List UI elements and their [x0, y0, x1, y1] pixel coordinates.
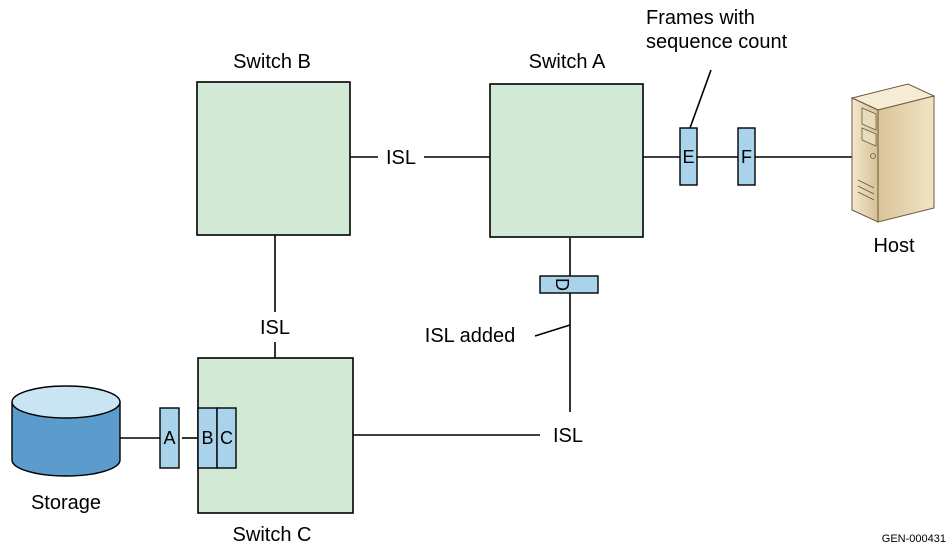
isl-label-ac: ISL [553, 425, 583, 447]
figure-id: GEN-000431 [882, 533, 946, 545]
frame-a-label: A [163, 428, 175, 448]
frame-d-label: D [552, 278, 572, 291]
switch-a-box [489, 83, 644, 238]
frame-c [216, 407, 237, 469]
switch-b-box [196, 81, 351, 236]
storage-label: Storage [31, 492, 101, 514]
isl-label-bc: ISL [260, 317, 290, 339]
host-label: Host [873, 235, 915, 257]
frame-c-label: C [220, 428, 233, 448]
storage-cylinder-icon [11, 385, 121, 477]
frame-e [679, 127, 698, 186]
isl-added-label: ISL added [425, 325, 515, 347]
isl-added-leader-line [534, 324, 571, 337]
switch-b-label: Switch B [233, 51, 311, 73]
frame-f [737, 127, 756, 186]
callout-line-2: sequence count [646, 31, 788, 53]
frame-d [539, 275, 599, 294]
switch-a-label: Switch A [529, 51, 606, 73]
frame-b-label: B [201, 428, 213, 448]
frame-f-label: F [741, 147, 752, 167]
callout-leader-line [689, 69, 712, 129]
frame-e-label: E [682, 147, 694, 167]
switch-c-label: Switch C [233, 524, 312, 546]
server-tower-icon [850, 83, 936, 223]
callout-line-1: Frames with [646, 7, 755, 29]
isl-label-ab: ISL [386, 147, 416, 169]
frame-a [159, 407, 180, 469]
